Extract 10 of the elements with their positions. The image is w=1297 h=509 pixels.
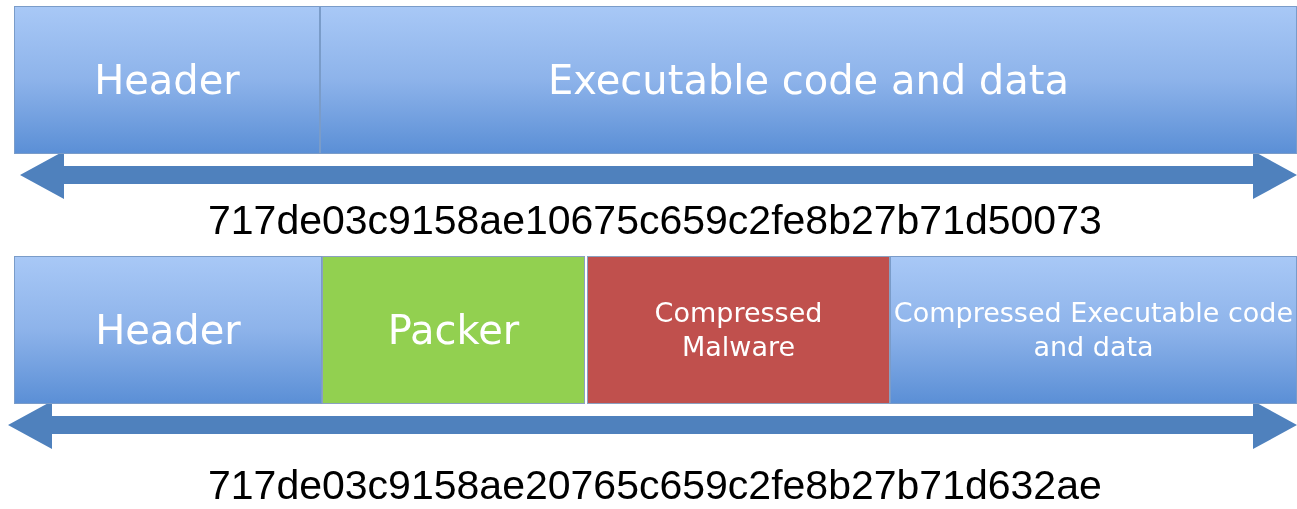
double-arrow — [8, 401, 1297, 449]
code-block: Executable code and data — [320, 6, 1297, 154]
code-block: Compressed Executable code and data — [890, 256, 1297, 404]
header-block: Header — [14, 256, 322, 404]
packer-block: Packer — [322, 256, 585, 404]
header-block: Header — [14, 6, 320, 154]
hash-value: 717de03c9158ae10675c659c2fe8b27b71d50073 — [208, 197, 1102, 244]
malware-block: Compressed Malware — [587, 256, 890, 404]
double-arrow — [20, 151, 1297, 199]
hash-value: 717de03c9158ae20765c659c2fe8b27b71d632ae — [208, 462, 1102, 509]
